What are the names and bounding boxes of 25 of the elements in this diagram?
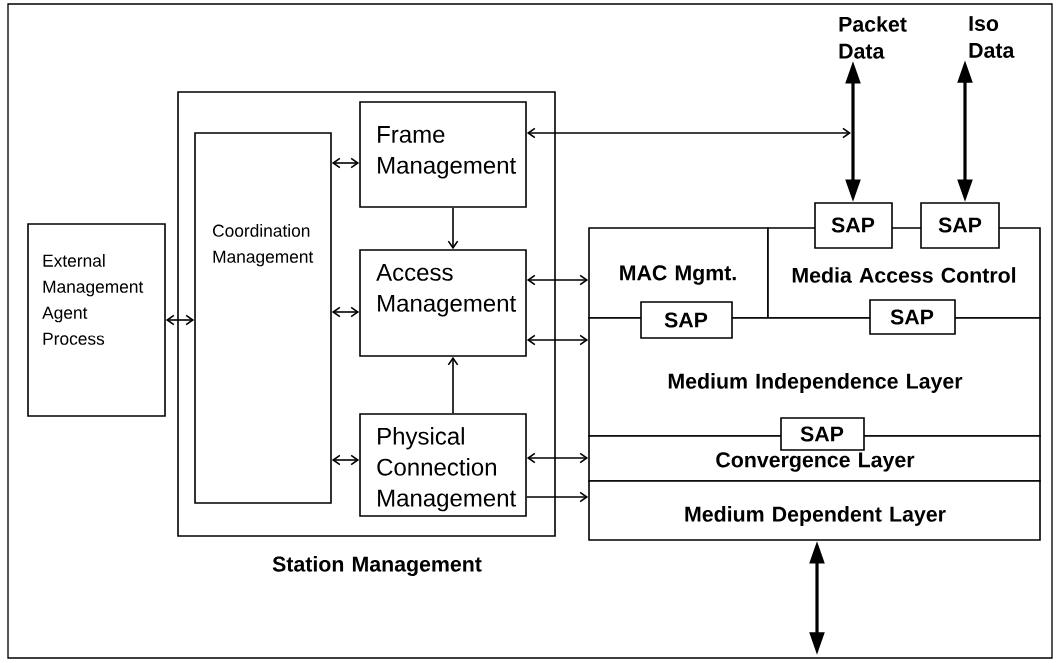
process-box: Coordination Management <box>194 132 332 504</box>
arrow <box>447 356 459 414</box>
layer-box: Medium Dependent Layer <box>588 480 1041 541</box>
arrow <box>331 454 360 466</box>
arrow <box>526 491 589 503</box>
data-label: Iso Data <box>969 16 1015 58</box>
arrow <box>526 452 589 464</box>
arrow <box>165 314 195 326</box>
arrow <box>526 127 851 139</box>
sap-box: SAP <box>814 202 893 249</box>
process-box: Frame Management <box>359 101 527 208</box>
data-label: Packet Data <box>839 16 907 59</box>
sap-box: SAP <box>920 202 1000 249</box>
node-label: Station Management <box>272 556 482 576</box>
arrow <box>447 207 459 250</box>
process-box: Access Management <box>359 249 527 357</box>
arrow <box>526 334 589 346</box>
process-box: Physical Connection Management <box>359 413 527 517</box>
arrow <box>331 306 360 318</box>
sap-box: SAP <box>869 299 956 335</box>
process-box: External Management Agent Process <box>27 223 166 417</box>
arrow <box>331 157 360 169</box>
sap-box: SAP <box>640 301 733 339</box>
arrow <box>526 274 589 286</box>
sap-box: SAP <box>780 417 865 451</box>
